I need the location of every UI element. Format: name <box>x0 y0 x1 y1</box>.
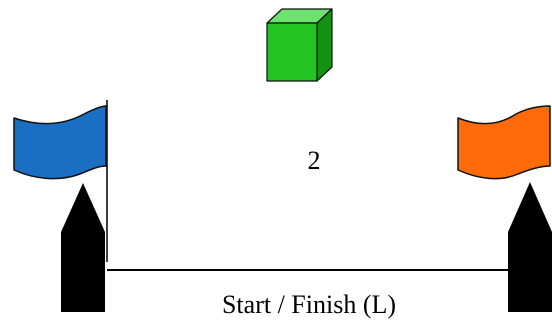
cube-front-face <box>267 23 317 81</box>
blue-flag-icon <box>14 106 106 179</box>
start-finish-label: Start / Finish (L) <box>194 290 424 320</box>
mark-number-label: 2 <box>292 146 336 176</box>
pin-boat-icon <box>508 182 552 312</box>
green-cube-mark-icon <box>267 9 332 81</box>
committee-boat-icon <box>61 183 105 312</box>
orange-flag-icon <box>458 106 550 179</box>
